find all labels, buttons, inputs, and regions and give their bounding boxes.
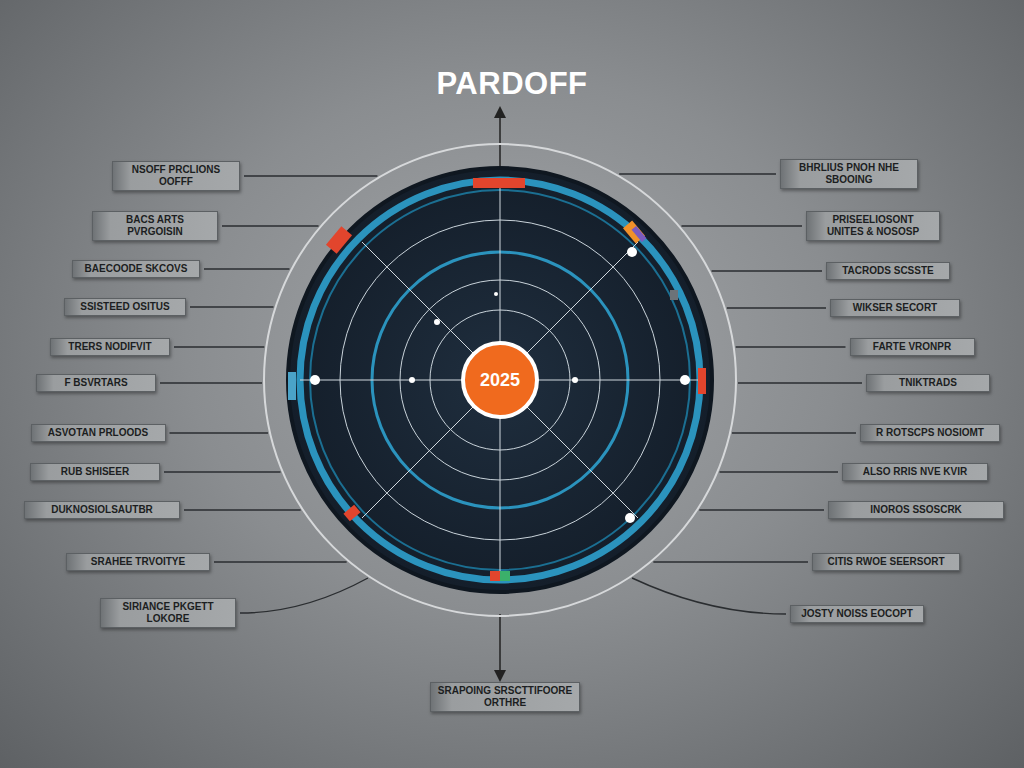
leader-line bbox=[222, 225, 319, 226]
leader-line bbox=[184, 509, 301, 510]
leader-line bbox=[632, 578, 786, 614]
leader-line bbox=[170, 432, 268, 433]
label-tag: JOSTY NOISS EOCOPT bbox=[790, 605, 924, 623]
label-tag: ALSO RRIS NVE KVIR bbox=[842, 463, 988, 481]
label-tag: SRAPOING SRSCTTIFOORE ORTHRE bbox=[430, 682, 580, 712]
tag-text: WIKSER SECORT bbox=[837, 302, 953, 314]
label-tag: SSISTEED OSITUS bbox=[64, 298, 186, 316]
label-tag: TACRODS SCSSTE bbox=[826, 262, 950, 280]
tag-text: ASVOTAN PRLOODS bbox=[38, 427, 159, 439]
label-tag: CITIS RWOE SEERSORT bbox=[812, 553, 960, 571]
label-tag: NSOFF PRCLIONS OOFFF bbox=[112, 161, 240, 191]
label-tag: TNIKTRADS bbox=[866, 374, 990, 392]
tag-text: JOSTY NOISS EOCOPT bbox=[797, 608, 917, 620]
tag-text: R ROTSCPS NOSIOMT bbox=[867, 427, 993, 439]
leader-line bbox=[190, 306, 273, 307]
label-tag: R ROTSCPS NOSIOMT bbox=[860, 424, 1000, 442]
tag-text: NSOFF PRCLIONS OOFFF bbox=[119, 164, 233, 188]
label-tag: PRISEELIOSONT UNITES & NOSOSP bbox=[806, 211, 940, 241]
leader-line bbox=[712, 270, 822, 271]
tag-text: TRERS NODIFVIT bbox=[57, 341, 163, 353]
label-tag: F BSVRTARS bbox=[36, 374, 156, 392]
leader-line bbox=[160, 382, 262, 383]
label-tag: WIKSER SECORT bbox=[830, 299, 960, 317]
label-tag: SRAHEE TRVOITYE bbox=[66, 553, 210, 571]
leader-line bbox=[619, 173, 776, 174]
label-tag: BAECOODE SKCOVS bbox=[72, 260, 200, 278]
label-tag: BACS ARTS PVRGOISIN bbox=[92, 211, 218, 241]
leader-line bbox=[727, 307, 826, 308]
tag-text: BACS ARTS PVRGOISIN bbox=[99, 214, 211, 238]
tag-text: DUKNOSIOLSAUTBR bbox=[31, 504, 173, 516]
leader-line bbox=[738, 382, 862, 383]
tag-text: TNIKTRADS bbox=[873, 377, 983, 389]
label-tag: SIRIANCE PKGETT LOKORE bbox=[100, 598, 236, 628]
tag-text: INOROS SSOSCRK bbox=[835, 504, 997, 516]
tag-text: SRAPOING SRSCTTIFOORE ORTHRE bbox=[437, 685, 573, 709]
label-tag: INOROS SSOSCRK bbox=[828, 501, 1004, 519]
leader-line bbox=[681, 225, 802, 226]
tag-text: SIRIANCE PKGETT LOKORE bbox=[107, 601, 229, 625]
tag-text: BHRLIUS PNOH NHE SBOOING bbox=[787, 162, 911, 186]
tag-text: RUB SHISEER bbox=[37, 466, 153, 478]
label-tag: BHRLIUS PNOH NHE SBOOING bbox=[780, 159, 918, 189]
center-year-circle: 2025 bbox=[461, 341, 539, 419]
leader-line bbox=[174, 346, 264, 347]
leader-line bbox=[653, 561, 808, 562]
leader-line bbox=[732, 432, 856, 433]
leader-line bbox=[699, 509, 824, 510]
leader-line bbox=[736, 346, 846, 347]
leader-line bbox=[204, 268, 289, 269]
tag-text: TACRODS SCSSTE bbox=[833, 265, 943, 277]
label-tag: ASVOTAN PRLOODS bbox=[31, 424, 166, 442]
tag-text: CITIS RWOE SEERSORT bbox=[819, 556, 953, 568]
tag-text: FARTE VRONPR bbox=[857, 341, 968, 353]
leader-line bbox=[214, 561, 347, 562]
diagram-title: PARDOFF bbox=[0, 66, 1024, 102]
leader-line bbox=[244, 175, 377, 176]
tag-text: SRAHEE TRVOITYE bbox=[73, 556, 203, 568]
leader-line bbox=[240, 578, 368, 613]
tag-text: BAECOODE SKCOVS bbox=[79, 263, 193, 275]
leader-line bbox=[719, 471, 838, 472]
label-tag: FARTE VRONPR bbox=[850, 338, 975, 356]
label-tag: RUB SHISEER bbox=[30, 463, 160, 481]
label-tag: TRERS NODIFVIT bbox=[50, 338, 170, 356]
tag-text: F BSVRTARS bbox=[43, 377, 149, 389]
tag-text: SSISTEED OSITUS bbox=[71, 301, 179, 313]
tag-text: PRISEELIOSONT UNITES & NOSOSP bbox=[813, 214, 933, 238]
leader-line bbox=[164, 471, 281, 472]
year-text: 2025 bbox=[480, 370, 520, 391]
label-tag: DUKNOSIOLSAUTBR bbox=[24, 501, 180, 519]
tag-text: ALSO RRIS NVE KVIR bbox=[849, 466, 981, 478]
